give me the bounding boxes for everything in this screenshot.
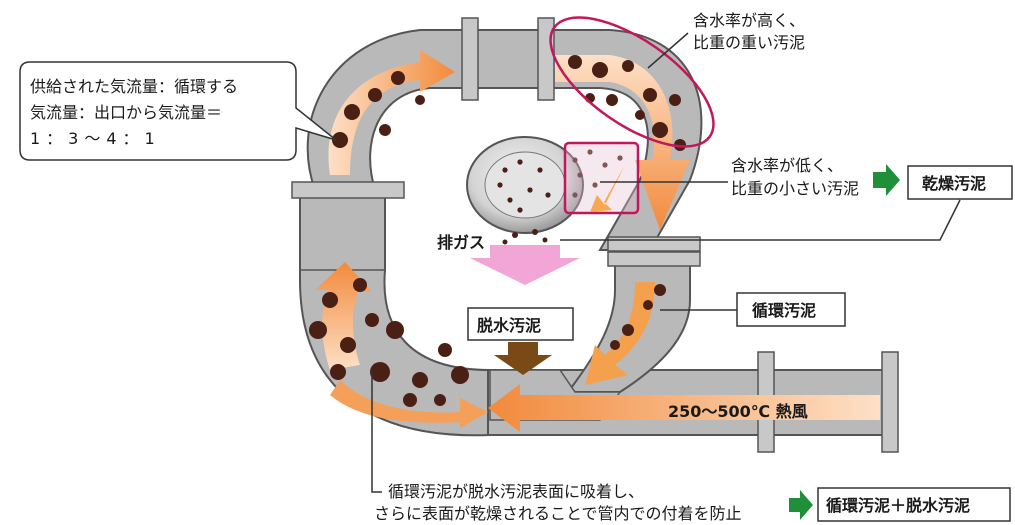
circulating-sludge-callout: 循環汚泥: [660, 292, 846, 327]
cyclone-particles: [497, 149, 623, 213]
flow-arrow-right-down: [585, 282, 655, 385]
mixed-sludge-label: 循環汚泥＋脱水汚泥: [826, 496, 970, 515]
sludge-particle: [635, 110, 645, 120]
dried-sludge-label: 乾燥汚泥: [922, 174, 986, 193]
sludge-particle: [403, 393, 417, 407]
sludge-particle-small: [617, 155, 623, 161]
airflow-callout: 供給された気流量：循環する 気流量：出口から気流量＝ 1：3〜4：1: [19, 61, 337, 161]
sludge-particle: [391, 71, 405, 85]
sludge-particles: [309, 55, 686, 407]
circulating-sludge-box: [736, 292, 846, 327]
sludge-particle-small: [527, 187, 533, 193]
sludge-particle: [415, 95, 425, 105]
pink-down-arrow-icon: [470, 245, 580, 285]
flange-left: [291, 181, 405, 199]
heavy-sludge-line1: 含水率が高く、: [693, 11, 805, 30]
sludge-particle: [353, 278, 367, 292]
sludge-particle: [379, 124, 391, 136]
airflow-line3: 1：3〜4：1: [30, 129, 161, 148]
light-sludge-line1: 含水率が低く、: [731, 156, 843, 175]
bottom-leader-line: [371, 372, 382, 493]
airflow-line2: 気流量：出口から気流量＝: [30, 103, 222, 122]
sludge-particle: [322, 292, 338, 308]
bottom-line2: さらに表面が乾燥されることで管内での付着を防止: [374, 504, 742, 523]
sludge-particle: [344, 104, 360, 120]
airflow-line1: 供給された気流量：循環する: [30, 77, 238, 96]
sludge-particle: [643, 300, 653, 310]
sludge-particle: [438, 343, 452, 357]
sludge-particle-small: [572, 192, 578, 198]
sludge-particle-small: [502, 167, 508, 173]
hot-air-label: 250〜500℃ 熱風: [668, 402, 808, 421]
sludge-particle: [330, 364, 346, 380]
sludge-particle: [643, 88, 657, 102]
bottom-callout: 循環汚泥が脱水汚泥表面に吸着し、 さらに表面が乾燥されることで管内での付着を防止…: [371, 372, 1011, 523]
cyclone-inlet-arrow: [590, 165, 625, 212]
sludge-particle: [386, 321, 404, 339]
sludge-particle-small: [592, 182, 598, 188]
sludge-particle: [610, 340, 620, 350]
sludge-particle-small: [517, 159, 523, 165]
sludge-particle: [652, 122, 668, 138]
brown-down-arrow-icon: [494, 342, 552, 375]
flange-right-upper: [607, 236, 701, 252]
green-right-arrow-icon: [873, 164, 900, 196]
heavy-sludge-callout: 含水率が高く、 比重の重い汚泥: [647, 11, 805, 69]
sludge-particle-small: [537, 167, 543, 173]
bottom-line1: 循環汚泥が脱水汚泥表面に吸着し、: [388, 482, 644, 501]
sludge-particle: [368, 88, 382, 102]
exhaust-gas-label: 排ガス: [437, 233, 485, 252]
sludge-particle: [309, 321, 327, 339]
dewatered-sludge-label: 脱水汚泥: [477, 316, 541, 335]
heavy-sludge-line2: 比重の重い汚泥: [693, 33, 805, 52]
sludge-particle: [370, 362, 390, 382]
flange-top: [461, 17, 479, 101]
sludge-particle-small: [497, 182, 503, 188]
flange-bottom-end: [881, 351, 899, 453]
sludge-particle-small: [507, 197, 513, 203]
sludge-particle: [622, 60, 634, 72]
flow-arrow-top-right: [555, 55, 690, 230]
dewatered-sludge-box: [467, 307, 574, 341]
exhaust-gas: 排ガス: [437, 229, 580, 285]
sludge-particle-small: [545, 192, 551, 198]
sludge-particle: [669, 94, 681, 106]
sludge-particle: [622, 324, 634, 336]
sludge-particle: [365, 313, 379, 327]
sludge-particle: [654, 284, 666, 296]
sludge-particle-small: [572, 157, 578, 163]
flow-arrow-top-left: [328, 50, 455, 175]
light-sludge-callout: 含水率が低く、 比重の小さい汚泥 乾燥汚泥: [600, 156, 1013, 200]
sludge-particle-small: [577, 172, 583, 178]
light-sludge-line2: 比重の小さい汚泥: [731, 179, 859, 198]
exhaust-leader-line: [560, 199, 961, 241]
dried-sludge-box: [907, 165, 1013, 200]
dewatered-sludge-feed: 脱水汚泥: [467, 307, 574, 375]
sludge-particle-small: [602, 162, 608, 168]
highlight-light-sludge: [563, 141, 640, 215]
circulating-sludge-label: 循環汚泥: [752, 301, 816, 320]
sludge-particle: [592, 62, 608, 78]
sludge-particle: [451, 366, 469, 384]
airflow-speech-bubble: [19, 61, 337, 161]
pipe-ring-top: [306, 29, 703, 251]
flow-arrows: [315, 50, 880, 432]
sludge-particle: [568, 55, 582, 69]
sludge-particle-small: [517, 207, 523, 213]
sludge-particle: [674, 139, 686, 151]
green-right-arrow-icon: [789, 490, 813, 520]
sludge-particle: [340, 337, 356, 353]
mixed-sludge-box: [817, 487, 1011, 522]
cyclone-inner: [484, 151, 566, 219]
flow-arrow-hot-air: [488, 384, 880, 432]
sludge-particle-small: [587, 149, 593, 155]
sludge-particle: [434, 394, 446, 406]
sludge-particle: [412, 372, 428, 388]
highlight-heavy-sludge: [549, 16, 715, 148]
sludge-particle: [606, 94, 618, 106]
flange-right-lower: [607, 251, 701, 267]
flow-arrow-bottom-curve: [330, 380, 488, 428]
sludge-particle: [332, 132, 348, 148]
